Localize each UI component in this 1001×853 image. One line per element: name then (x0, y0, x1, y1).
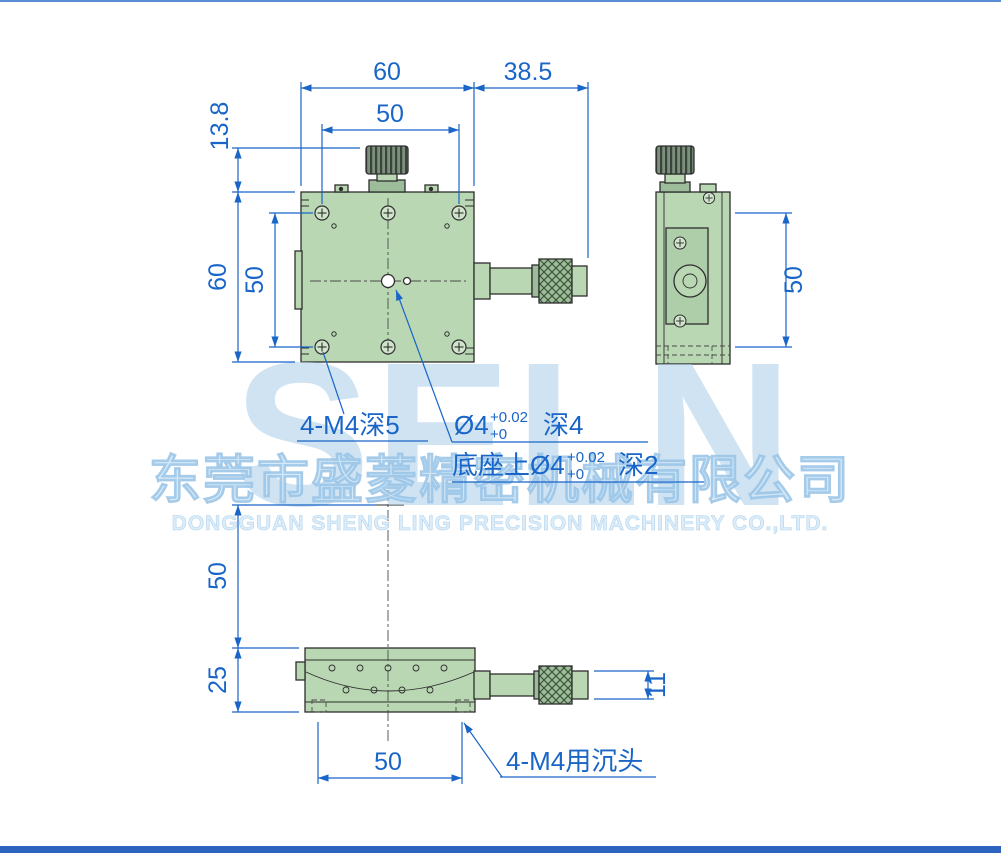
offset-hole (402, 276, 412, 286)
dimension-body-height: 60 (204, 192, 295, 363)
dimensions: 60 38.5 50 13.8 60 50 (204, 58, 808, 784)
grip-serrations (301, 199, 474, 355)
side-top-tab (699, 183, 717, 193)
annotation-hole-dia: Ø4 (454, 410, 489, 440)
dimension-base-height: 25 (204, 648, 299, 713)
annotation-countersink: 4-M4用沉头 (463, 722, 656, 778)
dimension-hole-spacing-left: 50 (241, 212, 313, 348)
top-knob (365, 145, 409, 193)
annotation-screws: 4-M4深5 (297, 351, 428, 442)
side-plate-screw-top (673, 236, 687, 250)
micrometer-barrel (489, 267, 533, 295)
dimension-side-offset: 38.5 (474, 58, 589, 258)
top-border-line (0, 0, 1001, 2)
micrometer-top (473, 258, 588, 304)
front-view-body (304, 647, 476, 713)
watermark: SELN 东莞市盛菱精密机械有限公司 DONGGUAN SHENG LING P… (148, 320, 851, 549)
dimension-top-width: 60 (300, 58, 475, 186)
side-view (655, 145, 731, 365)
annotation-screws-label: 4-M4深5 (300, 410, 400, 440)
annotation-base-tol-upper: +0.02 (567, 449, 605, 466)
annotation-hole-tol-upper: +0.02 (490, 409, 528, 426)
top-edge-tabs (334, 184, 439, 193)
watermark-company-cn: 东莞市盛菱精密机械有限公司 (149, 452, 851, 510)
dim-hole-spacing-left-label: 50 (241, 266, 269, 294)
annotations: 4-M4深5 Ø4 +0.02 +0 深4 底座上Ø4 +0.02 +0 深2 … (297, 289, 704, 778)
bottom-border-bar (0, 846, 1001, 853)
knurled-knob-head (365, 145, 409, 175)
dim-side-offset-label: 38.5 (504, 58, 553, 86)
mounting-screws (314, 205, 467, 355)
side-knob (655, 145, 695, 193)
dim-top-width-label: 60 (373, 58, 401, 86)
dim-spindle-dia-label: 11 (643, 672, 671, 698)
side-bore (673, 264, 707, 298)
side-hidden-lines (656, 345, 730, 364)
top-view (294, 145, 588, 363)
countersink-right (455, 699, 471, 713)
dimension-center-height: 50 (204, 504, 376, 649)
dim-center-height-label: 50 (204, 562, 232, 590)
front-left-tab (295, 661, 306, 681)
side-clamp-tab (294, 250, 303, 310)
side-panel-lines (663, 192, 723, 364)
dimension-spindle-dia: 11 (594, 670, 671, 700)
dim-hole-spacing-bottom-label: 50 (374, 748, 402, 776)
countersink-left (311, 699, 327, 713)
annotation-countersink-label: 4-M4用沉头 (506, 746, 643, 776)
dim-knob-height-label: 13.8 (206, 102, 234, 151)
side-top-screw (702, 191, 716, 205)
dimension-hole-spacing-bottom: 50 (317, 722, 463, 784)
annotation-base-tol-lower: +0 (567, 466, 584, 483)
annotation-base-hole: 底座上Ø4 +0.02 +0 深2 (452, 449, 704, 483)
dimension-knob-height: 13.8 (206, 102, 360, 193)
front-arc-slot (305, 671, 475, 692)
front-seam-lines (305, 659, 475, 703)
annotation-base-hole-label: 底座上Ø4 (452, 450, 565, 480)
center-hole (380, 273, 396, 289)
dim-base-height-label: 25 (204, 666, 232, 694)
micrometer-front (473, 665, 589, 705)
dimension-hole-spacing-top: 50 (321, 100, 460, 204)
annotation-base-depth: 深2 (618, 450, 658, 480)
watermark-logo: SELN (234, 320, 797, 549)
annotation-hole-depth: 深4 (543, 410, 583, 440)
micrometer-cap (571, 265, 588, 297)
dim-body-height-label: 60 (204, 263, 232, 291)
watermark-company-en: DONGGUAN SHENG LING PRECISION MACHINERY … (172, 512, 829, 535)
dim-side-height-label: 50 (780, 266, 808, 294)
dim-hole-spacing-top-label: 50 (376, 100, 404, 128)
annotation-hole-tol-lower: +0 (490, 426, 507, 443)
dimension-side-height: 50 (735, 212, 808, 348)
front-view (295, 490, 589, 744)
micrometer-thimble (538, 258, 573, 304)
annotation-center-hole: Ø4 +0.02 +0 深4 (395, 289, 648, 443)
